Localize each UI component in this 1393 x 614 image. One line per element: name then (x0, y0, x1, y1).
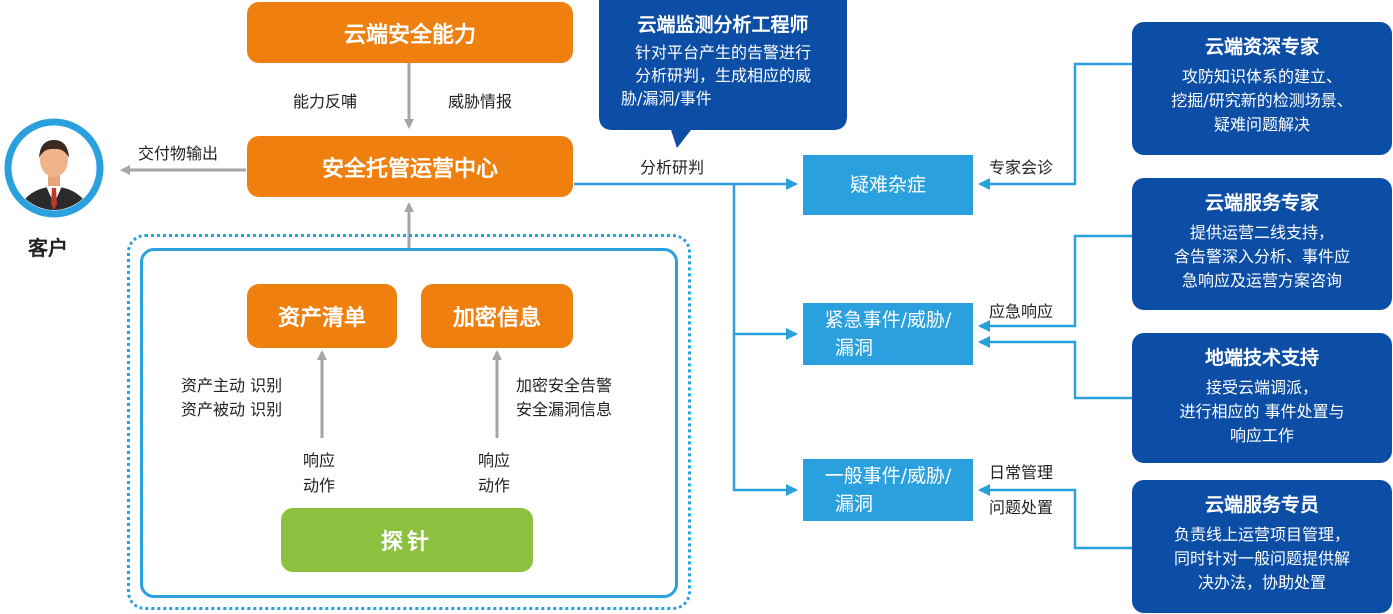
daily-management-label: 日常管理 (989, 463, 1054, 482)
probe-area-frame (140, 248, 678, 598)
role-service-staff: 云端服务专员 负责线上运营项目管理， 同时针对一般问题提供解 决办法，协助处置 (1132, 480, 1392, 613)
businessman-icon (4, 118, 104, 218)
intel-label: 威胁情报 (448, 92, 513, 111)
role-desc: 急响应及运营方案咨询 (1181, 271, 1342, 290)
role-senior-expert: 云端资深专家 攻防知识体系的建立、 挖掘/研究新的检测场景、 疑难问题解决 (1132, 22, 1392, 155)
role-title: 云端服务专员 (1204, 494, 1319, 516)
role-desc: 同时针对一般问题提供解 (1173, 549, 1350, 568)
probe-box: 探针 (281, 508, 533, 572)
role-desc: 提供运营二线支持， (1189, 223, 1334, 242)
issue-handling-label: 问题处置 (989, 498, 1054, 517)
cloud-capability-box: 云端安全能力 (247, 2, 573, 63)
role-desc: 疑难问题解决 (1213, 115, 1310, 134)
asset-list-box: 资产清单 (247, 284, 397, 348)
general-line-1: 一般事件/威胁/ (824, 465, 952, 487)
crypto-label-1: 加密安全告警 (516, 376, 613, 395)
crypto-label-2: 安全漏洞信息 (516, 400, 613, 419)
arrow-service-expert (978, 234, 1132, 332)
role-desc: 响应工作 (1229, 426, 1294, 445)
engineer-desc-3: 胁/漏洞/事件 (621, 89, 712, 108)
emergency-response-label: 应急响应 (989, 302, 1054, 321)
difficult-box: 疑难杂症 (803, 155, 973, 215)
role-desc: 负责线上运营项目管理， (1173, 525, 1350, 544)
response-label-left-1: 响应 (303, 451, 336, 470)
emergency-line-1: 紧急事件/威胁/ (824, 309, 952, 331)
arrow-onsite-support (978, 336, 1132, 400)
role-desc: 接受云端调派， (1205, 378, 1318, 397)
role-title: 云端资深专家 (1204, 36, 1319, 58)
role-desc: 挖掘/研究新的检测场景、 (1171, 91, 1353, 110)
response-label-left-2: 动作 (303, 476, 336, 495)
feedback-label: 能力反哺 (293, 92, 358, 111)
soc-box: 安全托管运营中心 (247, 136, 573, 197)
emergency-line-2: 漏洞 (835, 337, 874, 359)
emergency-box: 紧急事件/威胁/ 漏洞 (803, 303, 973, 365)
customer-avatar (4, 118, 104, 218)
role-desc: 含告警深入分析、事件应 (1173, 247, 1350, 266)
arrow-service-staff (978, 484, 1132, 550)
role-service-expert: 云端服务专家 提供运营二线支持， 含告警深入分析、事件应 急响应及运营方案咨询 (1132, 178, 1392, 310)
asset-id-label-1: 资产主动 识别 (181, 376, 283, 395)
role-onsite-support: 地端技术支持 接受云端调派， 进行相应的 事件处置与 响应工作 (1132, 333, 1392, 463)
engineer-title: 云端监测分析工程师 (637, 14, 809, 36)
engineer-desc-2: 分析研判，生成相应的威 (634, 66, 811, 85)
customer-label: 客户 (28, 236, 68, 260)
arrow-expert-consult (978, 62, 1132, 190)
role-desc: 攻防知识体系的建立、 (1181, 67, 1342, 86)
general-box: 一般事件/威胁/ 漏洞 (803, 459, 973, 521)
response-label-right-2: 动作 (478, 476, 511, 495)
role-desc: 进行相应的 事件处置与 (1179, 402, 1345, 421)
general-line-2: 漏洞 (835, 493, 874, 515)
role-title: 云端服务专家 (1204, 192, 1319, 214)
delivery-label: 交付物输出 (138, 144, 219, 163)
engineer-desc-1: 针对平台产生的告警进行 (634, 43, 811, 62)
asset-id-label-2: 资产被动 识别 (181, 400, 283, 419)
role-title: 地端技术支持 (1204, 347, 1319, 369)
arrow-to-emergency (732, 184, 798, 340)
engineer-callout: 云端监测分析工程师 针对平台产生的告警进行 分析研判，生成相应的威 胁/漏洞/事… (599, 0, 847, 150)
arrow-to-general (732, 334, 798, 496)
expert-consult-label: 专家会诊 (989, 158, 1054, 177)
analysis-label: 分析研判 (640, 158, 705, 177)
callout-bubble (599, 0, 847, 148)
crypto-info-box: 加密信息 (421, 284, 573, 348)
response-label-right-1: 响应 (478, 451, 511, 470)
probe-area-dotted-frame (127, 234, 691, 610)
role-desc: 决办法，协助处置 (1197, 573, 1326, 592)
